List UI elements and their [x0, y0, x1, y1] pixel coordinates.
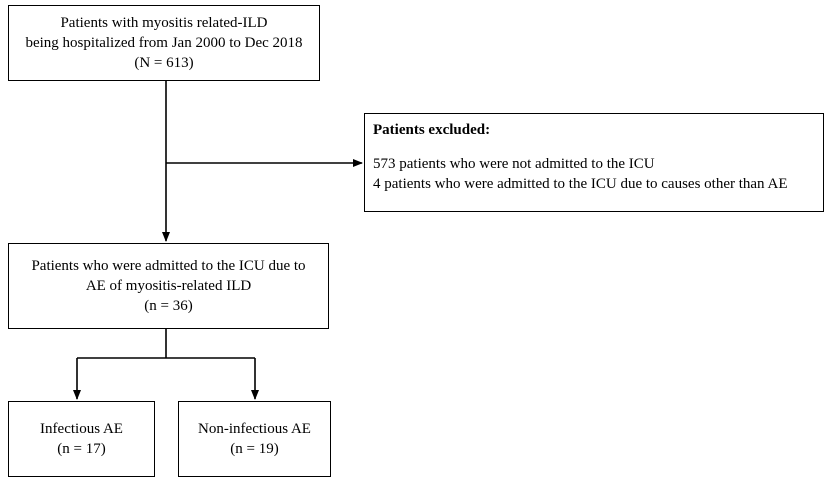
noninfectious-ae-count: (n = 19): [230, 441, 279, 457]
total-patients-count: (N = 613): [134, 55, 194, 71]
infectious-ae-label: Infectious AE: [40, 421, 123, 437]
total-patients-box: Patients with myositis related-ILD being…: [8, 5, 320, 81]
icu-admitted-count: (n = 36): [144, 298, 193, 314]
excluded-title: Patients excluded:: [373, 122, 491, 138]
excluded-reason-1: 573 patients who were not admitted to th…: [373, 156, 655, 172]
noninfectious-ae-box: Non-infectious AE (n = 19): [178, 401, 331, 477]
noninfectious-ae-label: Non-infectious AE: [198, 421, 311, 437]
infectious-ae-box: Infectious AE (n = 17): [8, 401, 155, 477]
icu-admitted-line1: Patients who were admitted to the ICU du…: [31, 258, 306, 274]
icu-admitted-line2: AE of myositis-related ILD: [85, 278, 252, 294]
infectious-ae-count: (n = 17): [57, 441, 106, 457]
total-patients-line2: being hospitalized from Jan 2000 to Dec …: [25, 35, 303, 51]
total-patients-line1: Patients with myositis related-ILD: [60, 15, 268, 31]
icu-admitted-box: Patients who were admitted to the ICU du…: [8, 243, 329, 329]
excluded-reason-2: 4 patients who were admitted to the ICU …: [373, 176, 788, 192]
excluded-patients-box: Patients excluded: 573 patients who were…: [364, 113, 824, 212]
